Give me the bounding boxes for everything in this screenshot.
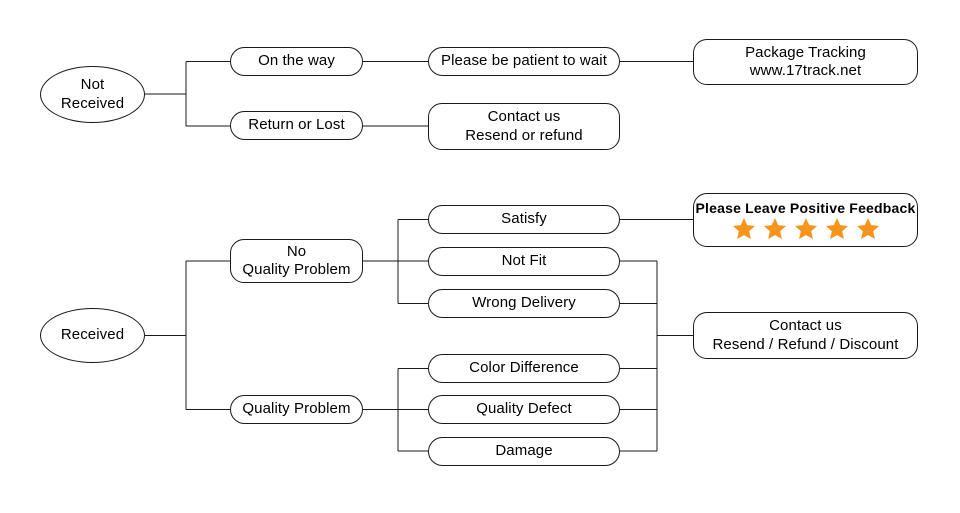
node-on-the-way-label: On the way	[258, 52, 335, 70]
node-positive-feedback[interactable]: Please Leave Positive Feedback	[693, 193, 918, 247]
node-not-fit-label: Not Fit	[501, 252, 547, 270]
node-quality-defect[interactable]: Quality Defect	[428, 395, 620, 424]
node-contact-resend-refund-label: Contact us Resend or refund	[465, 108, 583, 144]
node-damage[interactable]: Damage	[428, 437, 620, 466]
node-quality-defect-label: Quality Defect	[476, 400, 572, 418]
node-quality-problem[interactable]: Quality Problem	[230, 395, 363, 424]
node-not-fit[interactable]: Not Fit	[428, 247, 620, 276]
node-contact-resend-refund-discount-label: Contact us Resend / Refund / Discount	[712, 317, 899, 353]
node-damage-label: Damage	[495, 442, 553, 460]
node-quality-problem-label: Quality Problem	[242, 400, 351, 418]
star-icon[interactable]	[732, 217, 756, 240]
star-rating[interactable]	[732, 217, 880, 240]
star-icon[interactable]	[763, 217, 787, 240]
node-wrong-delivery-label: Wrong Delivery	[472, 294, 576, 312]
node-package-tracking-label: Package Tracking www.17track.net	[745, 43, 866, 79]
node-no-quality-problem-label: No Quality Problem	[242, 242, 351, 278]
node-color-difference[interactable]: Color Difference	[428, 354, 620, 383]
node-on-the-way[interactable]: On the way	[230, 47, 363, 76]
star-icon[interactable]	[794, 217, 818, 240]
node-contact-resend-refund-discount[interactable]: Contact us Resend / Refund / Discount	[693, 312, 918, 359]
node-received-label: Received	[60, 326, 125, 344]
star-icon[interactable]	[825, 217, 849, 240]
node-received[interactable]: Received	[40, 308, 145, 363]
node-satisfy-label: Satisfy	[501, 210, 547, 228]
node-return-or-lost[interactable]: Return or Lost	[230, 111, 363, 140]
node-not-received-label: Not Received	[60, 76, 125, 112]
node-wrong-delivery[interactable]: Wrong Delivery	[428, 289, 620, 318]
positive-feedback-label: Please Leave Positive Feedback	[695, 200, 916, 216]
node-no-quality-problem[interactable]: No Quality Problem	[230, 239, 363, 283]
node-return-or-lost-label: Return or Lost	[248, 116, 345, 134]
node-please-be-patient[interactable]: Please be patient to wait	[428, 47, 620, 76]
node-please-be-patient-label: Please be patient to wait	[441, 52, 607, 70]
node-not-received[interactable]: Not Received	[40, 66, 145, 123]
node-color-difference-label: Color Difference	[469, 359, 579, 377]
node-package-tracking[interactable]: Package Tracking www.17track.net	[693, 39, 918, 85]
node-contact-resend-refund[interactable]: Contact us Resend or refund	[428, 103, 620, 150]
star-icon[interactable]	[856, 217, 880, 240]
node-satisfy[interactable]: Satisfy	[428, 205, 620, 234]
